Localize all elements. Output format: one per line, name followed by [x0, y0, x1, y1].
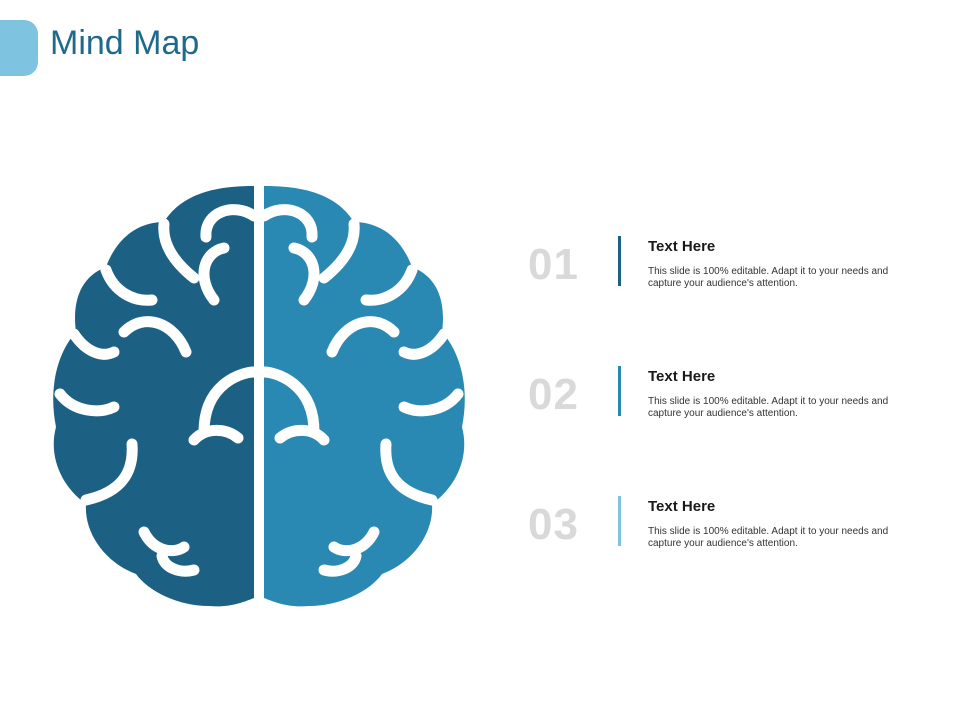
list-item-2: 02 Text Here This slide is 100% editable… — [528, 366, 928, 436]
list-item-1: 01 Text Here This slide is 100% editable… — [528, 236, 928, 306]
item-heading: Text Here — [648, 368, 716, 385]
brain-right-hemisphere — [258, 186, 465, 607]
brain-left-hemisphere — [53, 186, 260, 607]
list-item-3: 03 Text Here This slide is 100% editable… — [528, 496, 928, 566]
item-divider-bar — [618, 496, 621, 546]
brain-icon — [53, 186, 465, 607]
page-title: Mind Map — [50, 24, 200, 62]
item-number: 02 — [528, 370, 579, 419]
item-description: This slide is 100% editable. Adapt it to… — [648, 526, 889, 549]
item-divider-bar — [618, 236, 621, 286]
title-accent-tab — [0, 20, 38, 76]
item-number: 01 — [528, 240, 579, 289]
item-description: This slide is 100% editable. Adapt it to… — [648, 266, 889, 289]
item-divider-bar — [618, 366, 621, 416]
item-heading: Text Here — [648, 238, 716, 255]
item-heading: Text Here — [648, 498, 716, 515]
item-number: 03 — [528, 500, 579, 549]
item-description: This slide is 100% editable. Adapt it to… — [648, 396, 889, 419]
